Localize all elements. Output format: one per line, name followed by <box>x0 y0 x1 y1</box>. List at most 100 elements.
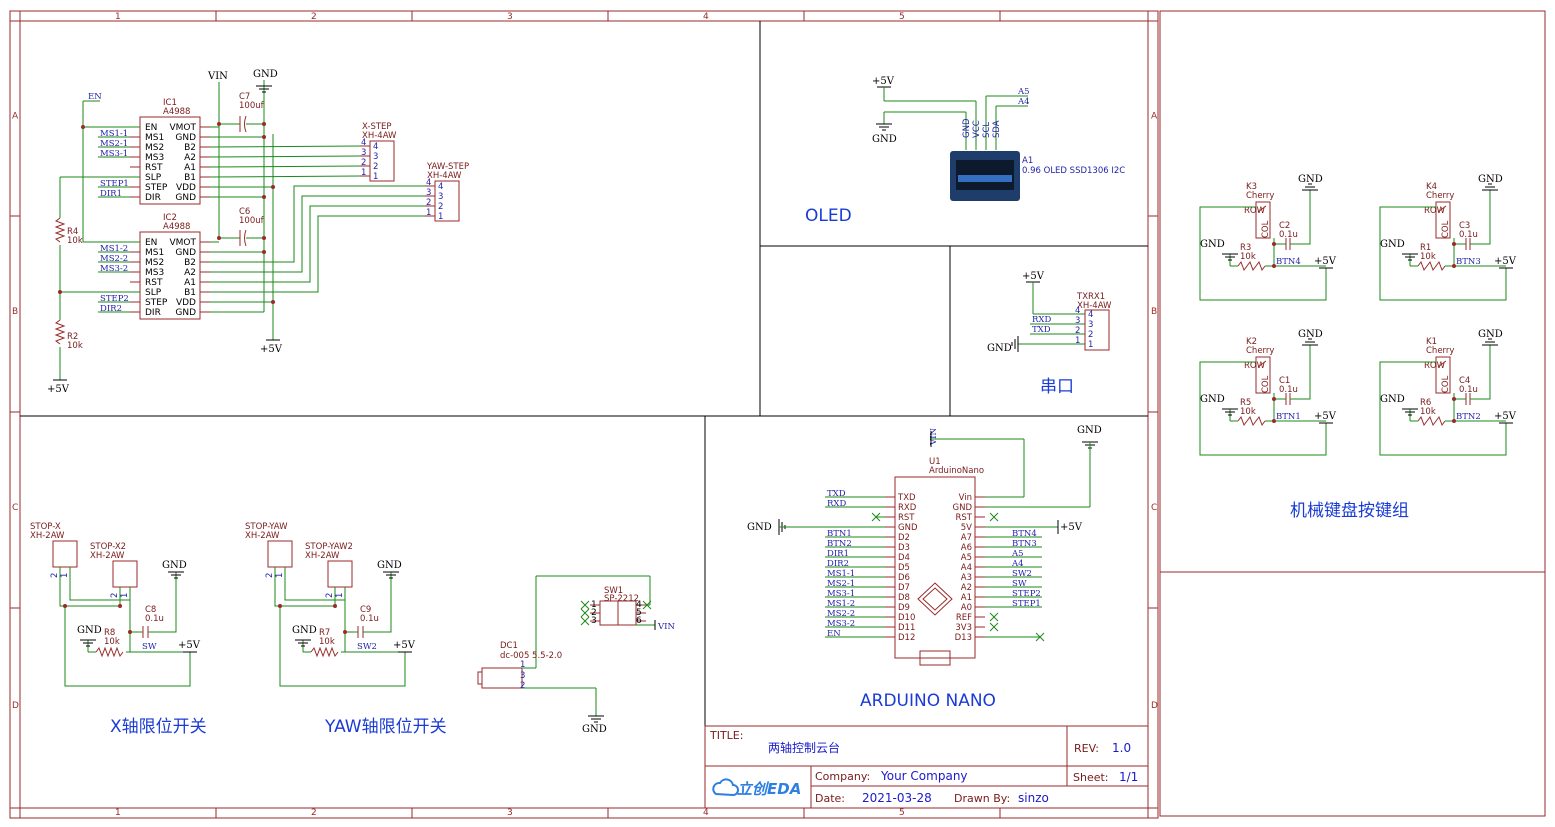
key-row-label: ROW <box>1244 361 1266 371</box>
limit-5v: +5V <box>393 640 416 651</box>
key-cap-ref: C3 <box>1459 221 1470 231</box>
c6-value: 100uf <box>239 216 265 226</box>
arduino-pin-left: D8 <box>898 593 910 603</box>
arduino-pin-left: D5 <box>898 563 910 573</box>
arduino-pin-left: RST <box>898 513 915 523</box>
key-value: Cherry <box>1246 346 1274 356</box>
yaw-step-body <box>434 180 460 222</box>
ic-pin-right: VDD <box>176 298 196 308</box>
limit-conn1-ref: STOP-X <box>30 522 61 532</box>
key-col-label: COL <box>1261 375 1271 393</box>
section-title-x-limit: X轴限位开关 <box>110 717 207 737</box>
limit-res-value: 10k <box>104 637 120 647</box>
ic-net-label: DIR2 <box>100 304 122 314</box>
ic-pin-left: MS2 <box>145 143 164 153</box>
connector-pin-number-inner: 4 <box>438 182 443 192</box>
ic-net-label: MS3-2 <box>100 264 128 274</box>
key-gnd: GND <box>1298 329 1323 340</box>
arduino-net-left: MS3-1 <box>827 589 855 599</box>
arduino-net-left: TXD <box>827 489 846 499</box>
ic-pin-left: STEP <box>145 298 168 308</box>
oled-pin-label: VCC <box>972 120 982 138</box>
limit-pin: 1 <box>335 593 345 598</box>
yaw-step-value: XH-4AW <box>427 171 462 181</box>
arduino-5v-right: +5V <box>1060 522 1083 533</box>
dc-value: dc-005 5.5-2.0 <box>500 651 562 661</box>
serial-net-rxd: RXD <box>1032 315 1051 325</box>
arduino-section: U1 ArduinoNano TXDTXDRXDRXDRSTGNDD2BTN1D… <box>747 425 1102 666</box>
key-gnd: GND <box>1478 329 1503 340</box>
key-row-label: ROW <box>1424 206 1446 216</box>
serial-pin-number-inner: 1 <box>1088 340 1093 350</box>
ic-pin-right: A2 <box>184 153 196 163</box>
limit-cap-value: 0.1u <box>145 614 164 624</box>
gnd-symbol <box>256 85 272 93</box>
tb-drawn-label: Drawn By: <box>954 792 1010 805</box>
limit-res-ref: R7 <box>319 628 330 638</box>
serial-net-txd: TXD <box>1032 325 1051 335</box>
ic2-ref: IC2 <box>163 213 177 223</box>
arduino-pin-right: 3V3 <box>955 623 972 633</box>
ic-pin-right: VDD <box>176 183 196 193</box>
ic2-body <box>139 231 201 320</box>
r4-resistor <box>54 217 66 243</box>
grid-col-top: 4 <box>703 12 709 22</box>
key-gnd: GND <box>1478 174 1503 185</box>
ic-pin-left: MS1 <box>145 133 164 143</box>
arduino-pin-left: D7 <box>898 583 910 593</box>
c7-value: 100uf <box>239 101 265 111</box>
sw-value: SP-2212 <box>604 594 639 604</box>
oled-gnd-label: GND <box>872 134 897 145</box>
serial-connector-body <box>1084 309 1110 351</box>
arduino-net-left: BTN1 <box>827 529 852 539</box>
key-res-value: 10k <box>1420 407 1436 417</box>
tb-drawn-value: sinzo <box>1018 791 1049 805</box>
ic-pin-right: A1 <box>184 278 196 288</box>
limit-conn2-value: XH-2AW <box>90 551 125 561</box>
gnd-top-label: GND <box>253 69 278 80</box>
ic1-body <box>139 116 201 205</box>
r4-value: 10k <box>67 236 83 246</box>
arduino-pin-left: D9 <box>898 603 910 613</box>
oled-net-a4: A4 <box>1017 97 1030 107</box>
key-res-ref: R5 <box>1240 398 1251 408</box>
key-gnd-res: GND <box>1200 239 1225 250</box>
arduino-pin-left: D11 <box>898 623 915 633</box>
arduino-net-left: EN <box>827 629 841 639</box>
grid-col-bottom: 4 <box>703 808 709 818</box>
ic-pin-left: EN <box>145 238 157 248</box>
c6-capacitor <box>219 229 264 247</box>
tb-rev-value: 1.0 <box>1112 741 1131 755</box>
tb-company-label: Company: <box>815 770 870 783</box>
x-step-ref: X-STEP <box>362 122 392 132</box>
connector-pin-number: 3 <box>361 148 366 158</box>
serial-pin-number: 2 <box>1075 326 1080 336</box>
arduino-gnd-left: GND <box>747 522 772 533</box>
grid-row-right: B <box>1151 307 1157 317</box>
limit-cap-ref: C9 <box>360 605 371 615</box>
ic-pin-left: RST <box>145 163 163 173</box>
arduino-net-left: MS1-2 <box>827 599 855 609</box>
ic-pin-right: A1 <box>184 163 196 173</box>
key-res-ref: R1 <box>1420 243 1431 253</box>
ic-net-label: STEP1 <box>100 179 129 189</box>
key-res-ref: R6 <box>1420 398 1431 408</box>
dc-pin-2: 2 <box>520 681 525 691</box>
logo-text: 立创EDA <box>737 780 801 798</box>
limit-net: SW <box>142 642 157 652</box>
arduino-pin-right: D13 <box>955 633 972 643</box>
yaw-step-ref: YAW-STEP <box>426 162 469 172</box>
connector-pin-number-inner: 2 <box>438 202 443 212</box>
limit-res-ref: R8 <box>104 628 115 638</box>
tb-sheet-value: 1/1 <box>1119 770 1138 784</box>
limit-pin: 2 <box>50 573 60 578</box>
connector-pin-number: 2 <box>426 198 431 208</box>
serial-pin-number-inner: 4 <box>1088 310 1093 320</box>
section-title-oled: OLED <box>805 206 852 226</box>
arduino-net-left: DIR1 <box>827 549 849 559</box>
grid-col-top: 3 <box>507 12 513 22</box>
